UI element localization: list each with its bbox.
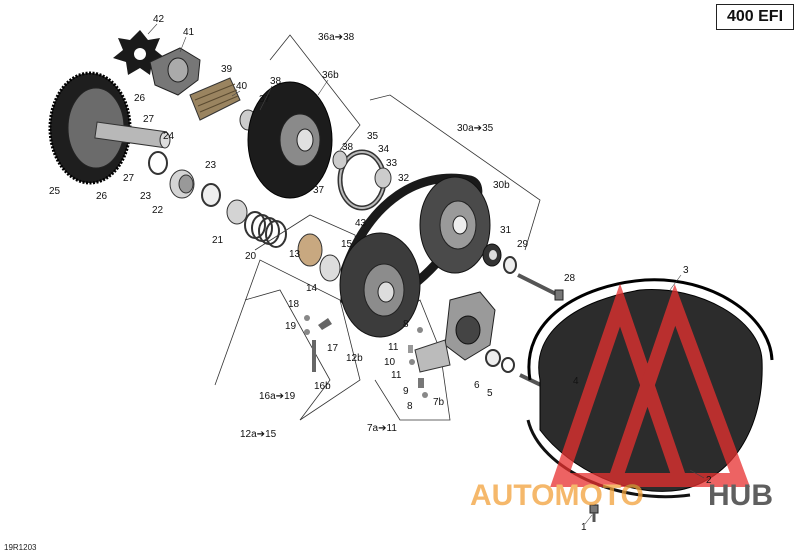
callout-32: 32 — [398, 173, 410, 184]
callout-39: 39 — [221, 64, 233, 75]
callout-41: 41 — [183, 27, 195, 38]
part-21-bushing — [226, 199, 248, 225]
callout-26a: 26 — [134, 93, 146, 104]
part-29-washer — [503, 256, 517, 274]
callout-31: 31 — [500, 225, 512, 236]
callout-40: 40 — [236, 81, 248, 92]
callout-12b: 12b — [346, 353, 363, 364]
part-23-washer — [201, 183, 221, 207]
part-1-bolt — [589, 504, 599, 522]
reference-code: 19R1203 — [4, 543, 37, 552]
part-13-sleeve — [297, 233, 341, 282]
model-title: 400 EFI — [716, 4, 794, 30]
callout-16ab: 16a➔19 — [259, 391, 296, 402]
callout-13: 13 — [289, 249, 301, 260]
callout-27a: 27 — [143, 114, 155, 125]
part-28-bolt — [517, 273, 564, 301]
callout-12ab: 12a➔15 — [240, 429, 277, 440]
callout-28: 28 — [564, 273, 576, 284]
callout-17: 17 — [327, 343, 339, 354]
callout-42: 42 — [153, 14, 165, 25]
callout-7ab: 7a➔11 — [367, 423, 397, 434]
part-42-sprocket — [113, 30, 165, 75]
callout-30ab: 30a➔35 — [457, 123, 494, 134]
callout-16b: 16b — [314, 381, 331, 392]
callout-29: 29 — [517, 239, 529, 250]
callout-8b: 8 — [407, 401, 413, 412]
watermark-text-primary: AUTOMOTO — [470, 479, 644, 512]
part-24-ring — [148, 151, 168, 175]
callout-6: 6 — [474, 380, 480, 391]
part-39-ramp — [189, 77, 241, 121]
callout-25: 25 — [49, 186, 61, 197]
callout-10: 10 — [384, 357, 396, 368]
callout-20: 20 — [245, 251, 257, 262]
callout-11b: 11 — [391, 370, 402, 381]
callout-26b: 26 — [96, 191, 108, 202]
callout-7b: 7b — [433, 397, 445, 408]
part-31-bearing — [482, 243, 502, 267]
callout-33: 33 — [386, 158, 398, 169]
part-41-clutch-spider — [149, 47, 201, 96]
callout-36ab: 36a➔38 — [318, 32, 355, 43]
callout-3: 3 — [683, 265, 689, 276]
callout-15: 15 — [341, 239, 353, 250]
callout-14: 14 — [306, 283, 318, 294]
callout-23b: 23 — [140, 191, 152, 202]
callout-23a: 23 — [205, 160, 217, 171]
callout-9: 9 — [403, 386, 409, 397]
callout-labels: 42 41 40 39 38 37 36a➔38 36b 35 34 33 32… — [49, 14, 712, 533]
part-8-hardware — [408, 327, 428, 398]
callout-5: 5 — [487, 388, 493, 399]
callout-1: 1 — [581, 522, 587, 533]
callout-18: 18 — [288, 299, 300, 310]
callout-30b: 30b — [493, 180, 510, 191]
callout-36b: 36b — [322, 70, 339, 81]
callout-35: 35 — [367, 131, 379, 142]
callout-22: 22 — [152, 205, 164, 216]
part-32-bushing — [332, 150, 392, 189]
callout-2: 2 — [706, 475, 712, 486]
part-6-washer — [485, 349, 515, 373]
callout-21: 21 — [212, 235, 224, 246]
part-12b-drive-pulley — [339, 232, 421, 338]
callout-37: 37 — [259, 94, 271, 105]
callout-27b: 27 — [123, 173, 135, 184]
callout-43: 43 — [355, 218, 367, 229]
callout-24: 24 — [163, 131, 175, 142]
part-7b-spider — [414, 291, 496, 373]
part-36b-fixed-sheave — [247, 81, 333, 199]
callout-11a: 11 — [388, 342, 399, 353]
leader-lines — [147, 23, 705, 525]
watermark-text-secondary: HUB — [708, 479, 773, 512]
part-20-spring — [244, 211, 287, 248]
part-25-ring-gear — [48, 71, 171, 185]
callout-19: 19 — [285, 321, 297, 332]
part-22-bushing — [169, 169, 195, 199]
callout-4: 4 — [573, 376, 579, 387]
part-16b-pin — [304, 315, 332, 372]
callout-37b: 37 — [313, 185, 325, 196]
part-30b-driven-sheave — [419, 176, 491, 274]
callout-38b: 38 — [342, 142, 354, 153]
callout-34: 34 — [378, 144, 390, 155]
callout-38: 38 — [270, 76, 282, 87]
callout-8a: 8 — [403, 319, 409, 330]
watermark-logo: AUTOMOTO HUB — [470, 283, 773, 512]
